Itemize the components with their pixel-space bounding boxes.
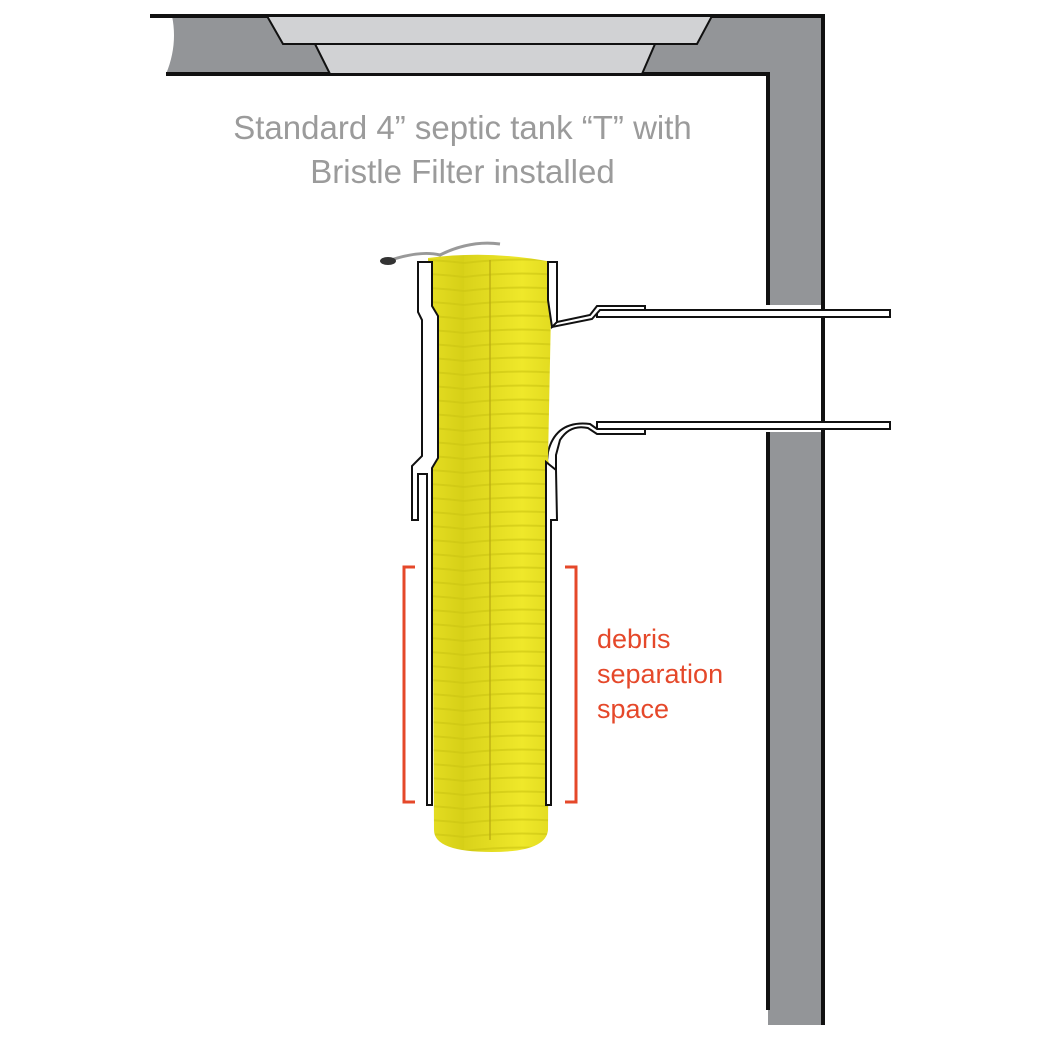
title-line-2: Bristle Filter installed — [310, 153, 615, 190]
debris-space-bracket — [402, 565, 578, 804]
diagram-title: Standard 4” septic tank “T” with Bristle… — [150, 106, 775, 194]
label-line: debris — [597, 624, 671, 654]
filter-handle-tip — [380, 257, 396, 265]
bristle-filter — [380, 241, 552, 853]
filter-handle-cord — [387, 241, 501, 263]
outlet-pipe — [544, 305, 891, 471]
debris-separation-label: debris separation space — [597, 622, 723, 727]
title-line-1: Standard 4” septic tank “T” with — [233, 109, 692, 146]
sanitary-tee — [411, 261, 559, 806]
tank-lid — [265, 15, 714, 75]
label-line: space — [597, 694, 670, 724]
label-line: separation — [597, 659, 724, 689]
